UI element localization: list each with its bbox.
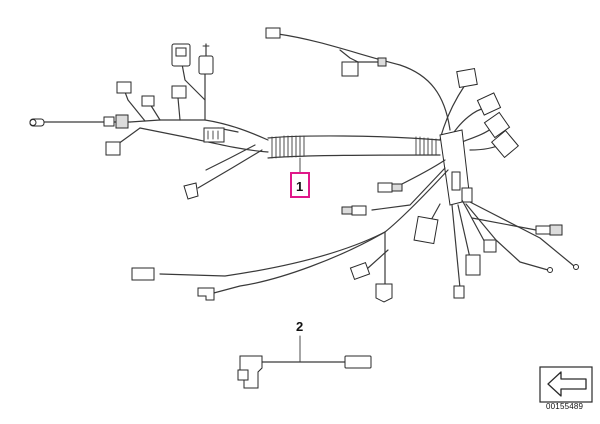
right-branch — [413, 67, 579, 299]
main-trunk — [267, 135, 441, 159]
lower-branch — [131, 159, 449, 303]
callout-1-label: 1 — [296, 179, 303, 194]
wiring-harness-2: 2 — [237, 319, 372, 389]
inline-connector — [535, 225, 551, 235]
callout-2-label: 2 — [296, 319, 303, 334]
wiring-harness-1 — [29, 27, 579, 303]
top-branch — [265, 27, 451, 131]
left-arrow-icon — [539, 366, 593, 403]
diagram-code: 00155489 — [546, 402, 584, 411]
connector-plug — [349, 261, 371, 281]
connector-plug — [105, 141, 121, 156]
junction-connector — [203, 127, 225, 143]
connector-plug — [344, 355, 372, 369]
connector-plug — [483, 239, 497, 253]
callout-1-highlight — [290, 172, 310, 198]
connector-block — [413, 215, 439, 245]
connector-plug — [490, 129, 520, 159]
inline-connector — [103, 116, 115, 127]
inline-connector — [115, 114, 129, 129]
connector-plug — [456, 67, 478, 89]
elbow-connector — [183, 182, 199, 200]
connector-plug — [116, 81, 132, 94]
connector-plug — [341, 61, 359, 77]
connector-plug — [197, 287, 215, 301]
connector-plug — [483, 111, 511, 139]
connector-plug — [198, 55, 214, 75]
connector-plug — [453, 285, 465, 299]
connector-plug — [476, 92, 502, 116]
connector-plug — [141, 95, 155, 107]
connector-plug — [265, 27, 281, 39]
left-branch — [29, 43, 269, 200]
inline-connector — [377, 182, 393, 193]
connector-plug — [131, 267, 155, 281]
elbow-connector — [375, 283, 393, 303]
inline-connector — [351, 205, 367, 216]
connector-plug — [465, 254, 481, 276]
connector-plug — [171, 85, 187, 99]
